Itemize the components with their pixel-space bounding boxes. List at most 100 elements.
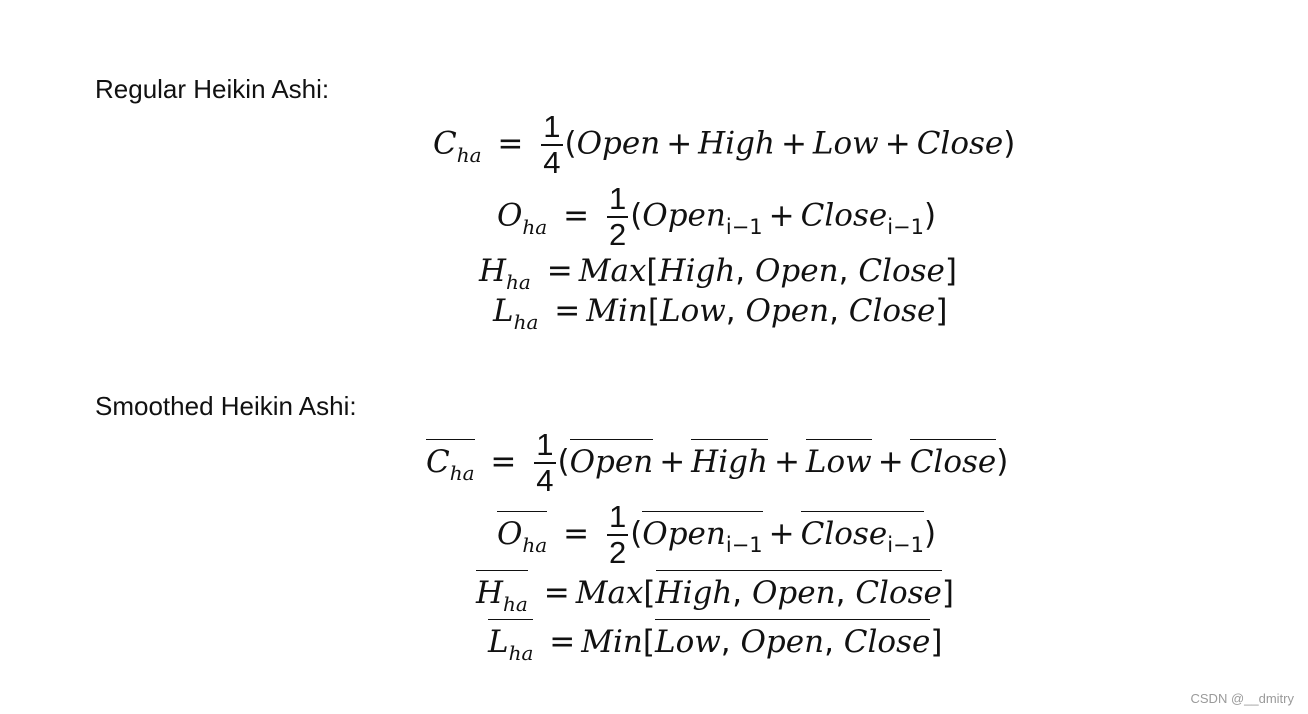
lhs-overlined: Oha xyxy=(497,510,548,555)
term-close: Close xyxy=(848,293,936,329)
term-open: Open xyxy=(576,125,661,162)
right-paren: ) xyxy=(1003,125,1016,162)
lhs-subscript: ha xyxy=(522,532,548,557)
term-close-prev: Closei−1 xyxy=(800,510,925,555)
numerator: 1 xyxy=(606,499,629,536)
function-name: Min xyxy=(581,624,643,660)
numerator: 1 xyxy=(534,427,556,464)
regular-low-formula: Lha =Min[Low, Open, Close] xyxy=(493,293,948,333)
term-close: Close xyxy=(909,438,997,480)
function-name: Max xyxy=(575,575,644,611)
comma: , xyxy=(720,624,731,660)
bracket-contents: High, Open, Close xyxy=(655,570,942,611)
lhs-overlined: Hha xyxy=(476,570,528,614)
term-close: Close xyxy=(916,125,1004,162)
lhs-subscript: ha xyxy=(513,310,539,334)
watermark: CSDN @__dmitry xyxy=(1190,691,1295,706)
left-bracket: [ xyxy=(646,253,659,289)
plus-sign: + xyxy=(768,515,795,552)
smoothed-low-formula: Lha =Min[Low, Open, Close] xyxy=(488,619,943,663)
equals-sign: = xyxy=(549,624,576,660)
term-close: Close xyxy=(800,515,888,552)
term-close: Close xyxy=(855,575,942,611)
comma: , xyxy=(835,575,846,611)
lhs-overlined: Lha xyxy=(488,619,534,663)
smoothed-high-formula: Hha =Max[High, Open, Close] xyxy=(476,570,954,614)
term-high: High xyxy=(658,253,736,289)
lhs-symbol: O xyxy=(497,515,523,552)
lhs-subscript: ha xyxy=(503,592,528,616)
left-paren: ( xyxy=(557,443,570,480)
left-bracket: [ xyxy=(647,293,660,329)
equals-sign: = xyxy=(563,197,590,234)
right-bracket: ] xyxy=(930,624,943,660)
lhs-subscript: ha xyxy=(522,214,548,239)
term-close: Close xyxy=(843,624,931,660)
right-paren: ) xyxy=(924,515,937,552)
index-subscript: i−1 xyxy=(887,532,925,557)
plus-sign: + xyxy=(659,443,686,480)
comma: , xyxy=(732,575,743,611)
comma: , xyxy=(824,624,834,660)
term-low: Low xyxy=(654,624,721,660)
regular-high-formula: Hha =Max[High, Open, Close] xyxy=(479,253,957,293)
lhs-overlined: Cha xyxy=(426,438,475,483)
term-high: High xyxy=(698,125,775,162)
term-low: Low xyxy=(659,293,726,329)
function-name: Max xyxy=(578,253,647,289)
denominator: 4 xyxy=(536,463,554,498)
left-bracket: [ xyxy=(643,575,656,611)
lhs-symbol: L xyxy=(493,293,514,329)
denominator: 4 xyxy=(543,145,561,180)
term-open: Open xyxy=(755,253,839,289)
plus-sign: + xyxy=(666,125,693,162)
right-bracket: ] xyxy=(944,253,957,289)
plus-sign: + xyxy=(884,125,911,162)
right-bracket: ] xyxy=(935,293,948,329)
term-close: Close xyxy=(800,197,888,234)
term-low: Low xyxy=(805,438,872,480)
term-open: Open xyxy=(752,575,836,611)
lhs-symbol: H xyxy=(479,253,507,289)
lhs-symbol: O xyxy=(497,197,523,234)
term-high: High xyxy=(655,575,733,611)
left-paren: ( xyxy=(564,125,577,162)
denominator: 2 xyxy=(608,535,627,570)
numerator: 1 xyxy=(606,181,629,218)
term-high: High xyxy=(691,438,768,480)
equals-sign: = xyxy=(497,125,524,162)
index-subscript: i−1 xyxy=(725,532,763,557)
left-paren: ( xyxy=(630,515,643,552)
comma: , xyxy=(838,253,849,289)
plus-sign: + xyxy=(877,443,904,480)
comma: , xyxy=(735,253,746,289)
equals-sign: = xyxy=(563,515,590,552)
term-open: Open xyxy=(569,438,654,480)
index-subscript: i−1 xyxy=(725,214,763,239)
index-subscript: i−1 xyxy=(887,214,925,239)
term-open: Open xyxy=(740,624,825,660)
lhs-subscript: ha xyxy=(506,270,531,294)
lhs-subscript: ha xyxy=(508,641,534,665)
lhs-subscript: ha xyxy=(449,460,475,485)
equals-sign: = xyxy=(546,253,573,289)
lhs-symbol: C xyxy=(433,125,457,162)
lhs-symbol: H xyxy=(476,575,504,611)
right-paren: ) xyxy=(924,197,937,234)
term-open: Open xyxy=(745,293,830,329)
equals-sign: = xyxy=(490,443,517,480)
term-open-prev: Openi−1 xyxy=(642,510,763,555)
lhs-symbol: C xyxy=(426,443,450,480)
term-close: Close xyxy=(858,253,945,289)
equals-sign: = xyxy=(554,293,581,329)
plus-sign: + xyxy=(780,125,807,162)
smoothed-heading: Smoothed Heikin Ashi: xyxy=(95,391,357,421)
